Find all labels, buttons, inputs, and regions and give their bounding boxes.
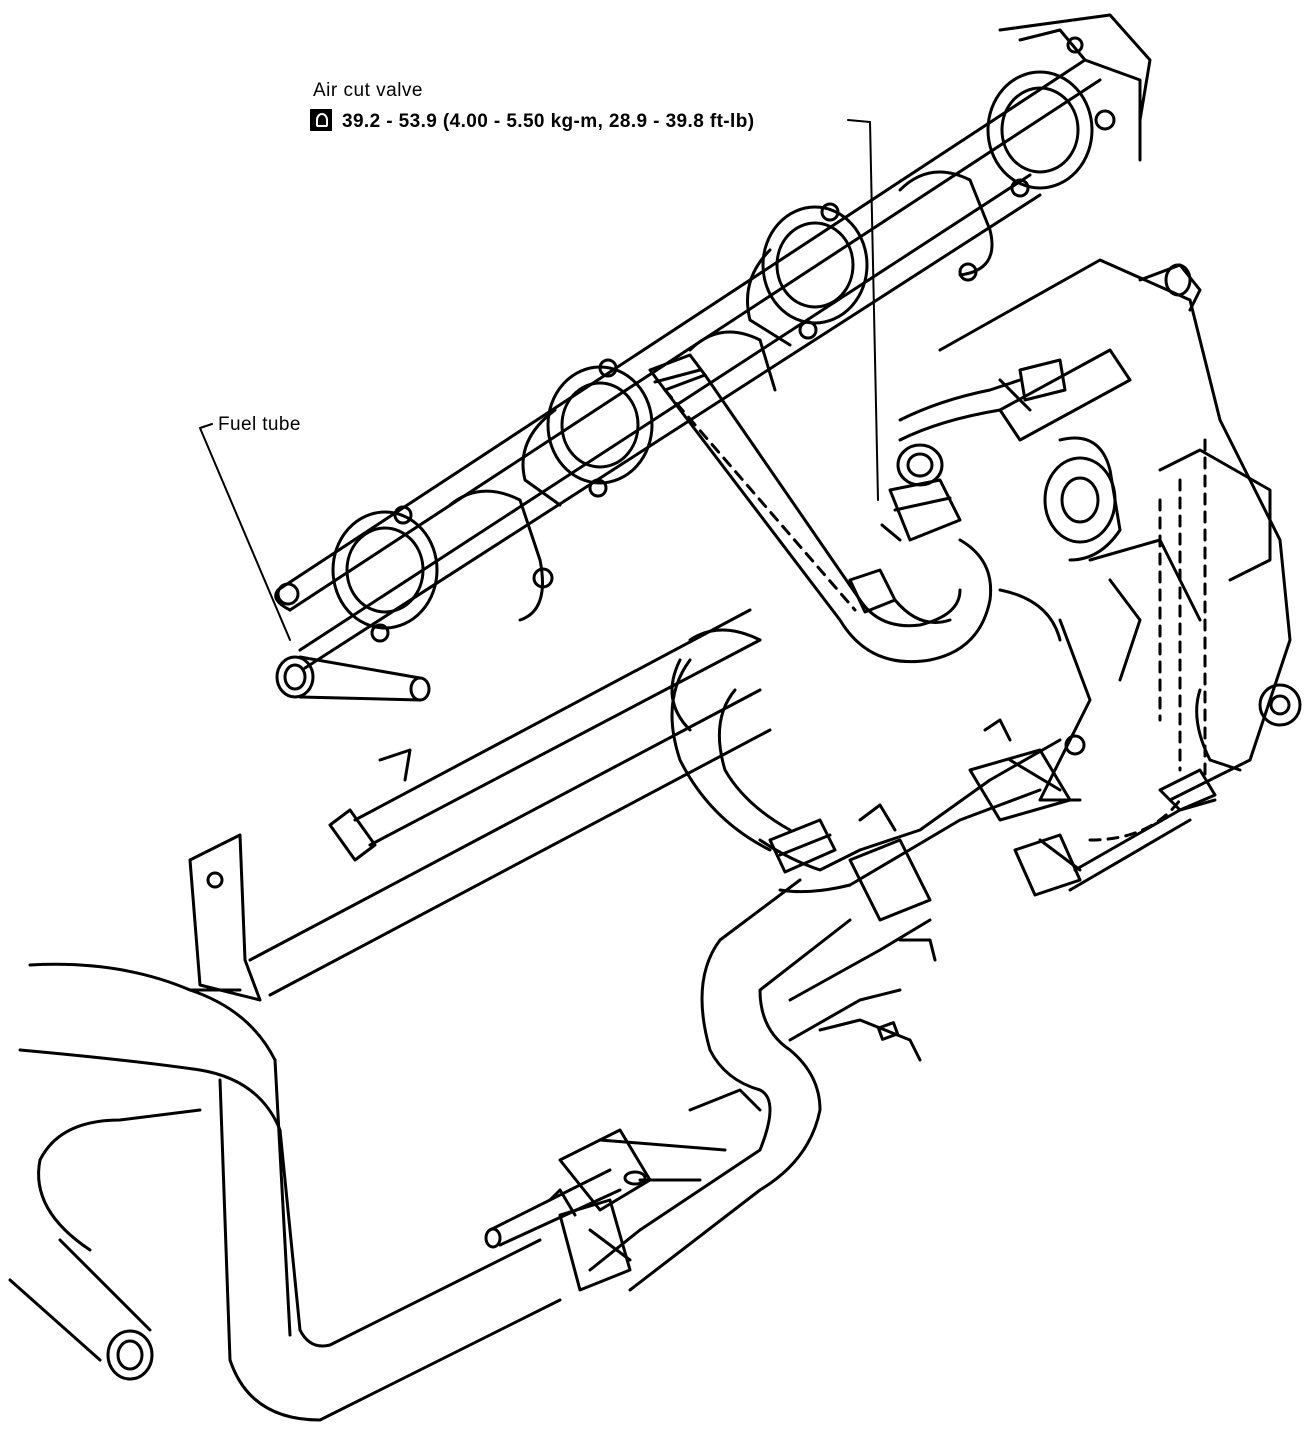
torque-wrench-icon: [310, 109, 332, 131]
s-curve-pipe: [590, 880, 935, 1290]
intake-port-2: [748, 204, 868, 345]
mounting-bracket: [190, 690, 770, 1000]
throttle-chamber: [940, 260, 1300, 800]
intake-port-3: [523, 360, 652, 505]
lower-hose-assembly: [760, 720, 1215, 920]
torque-spec-row: 39.2 - 53.9 (4.00 - 5.50 kg-m, 28.9 - 39…: [310, 109, 754, 133]
intake-manifold: [276, 15, 1150, 668]
air-cut-valve-label: Air cut valve: [313, 80, 423, 101]
intake-port-4: [333, 507, 437, 641]
fuel-tube-leader: [200, 424, 290, 640]
fuel-tube-label: Fuel tube: [218, 414, 301, 435]
lower-pipe: [10, 964, 560, 1420]
intake-port-1: [988, 38, 1114, 196]
air-cut-valve: [882, 360, 1065, 540]
air-cut-valve-leader: [848, 120, 878, 500]
fuel-tube: [277, 584, 429, 700]
air-hose-upper: [650, 355, 991, 662]
bottom-clamps: [486, 1090, 760, 1290]
torque-spec-text: 39.2 - 53.9 (4.00 - 5.50 kg-m, 28.9 - 39…: [342, 111, 755, 132]
main-hose: [330, 610, 760, 860]
